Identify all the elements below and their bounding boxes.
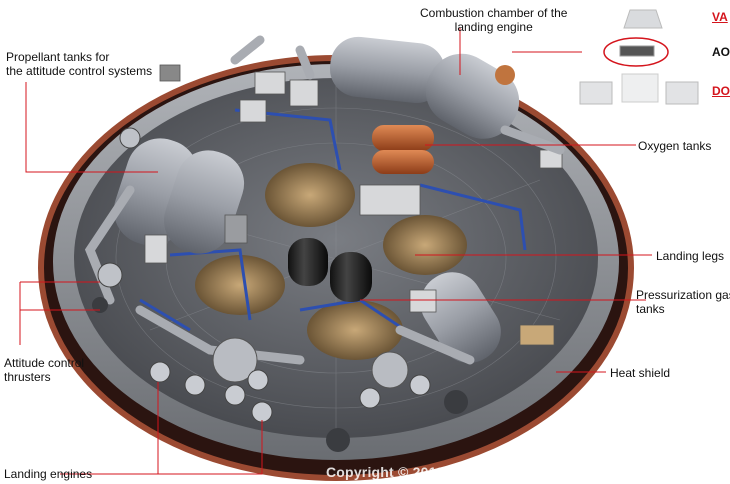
label-propellant-line2: the attitude control systems	[6, 64, 153, 78]
label-combustion-line2: landing engine	[454, 20, 533, 34]
label-pressurization-line2: tanks	[636, 302, 665, 316]
pressurization-tanks	[288, 238, 372, 302]
oxygen-tanks	[372, 125, 434, 174]
label-propellant-tanks: Propellant tanks for the attitude contro…	[6, 50, 152, 78]
label-propellant-line1: Propellant tanks for	[6, 50, 110, 64]
label-combustion-line1: Combustion chamber of the	[420, 6, 568, 20]
leader-lines	[19, 28, 652, 475]
module-thumbnails	[579, 9, 699, 105]
landing-engine-cluster	[149, 337, 468, 452]
label-pressurization-line1: Pressurization gas	[636, 288, 730, 302]
module-tag-ao: AO	[712, 45, 730, 59]
attitude-thrusters	[92, 127, 141, 313]
label-pressurization-tanks: Pressurization gas tanks	[636, 288, 730, 316]
right-tank	[420, 272, 501, 363]
module-tag-do: DO	[712, 84, 730, 98]
label-landing-engines: Landing engines	[4, 467, 93, 481]
label-combustion-chamber: Combustion chamber of the landing engine	[420, 6, 567, 34]
landing-legs	[195, 163, 467, 360]
propellant-tanks	[113, 138, 245, 254]
label-heat-shield: Heat shield	[610, 366, 671, 380]
equipment-boxes	[144, 64, 563, 346]
label-attitude-line2: thrusters	[4, 370, 51, 384]
module-tag-va: VA	[712, 10, 728, 24]
label-attitude-line1: Attitude control	[4, 356, 85, 370]
frame-struts	[139, 108, 527, 342]
combustion-chamber	[329, 36, 520, 139]
copyright-watermark: Copyright © 2018 Anatoly Zak / RussianSp…	[326, 464, 704, 480]
label-oxygen-tanks: Oxygen tanks	[638, 139, 712, 153]
label-landing-legs: Landing legs	[656, 249, 725, 263]
label-attitude-thrusters: Attitude control thrusters	[4, 356, 84, 384]
